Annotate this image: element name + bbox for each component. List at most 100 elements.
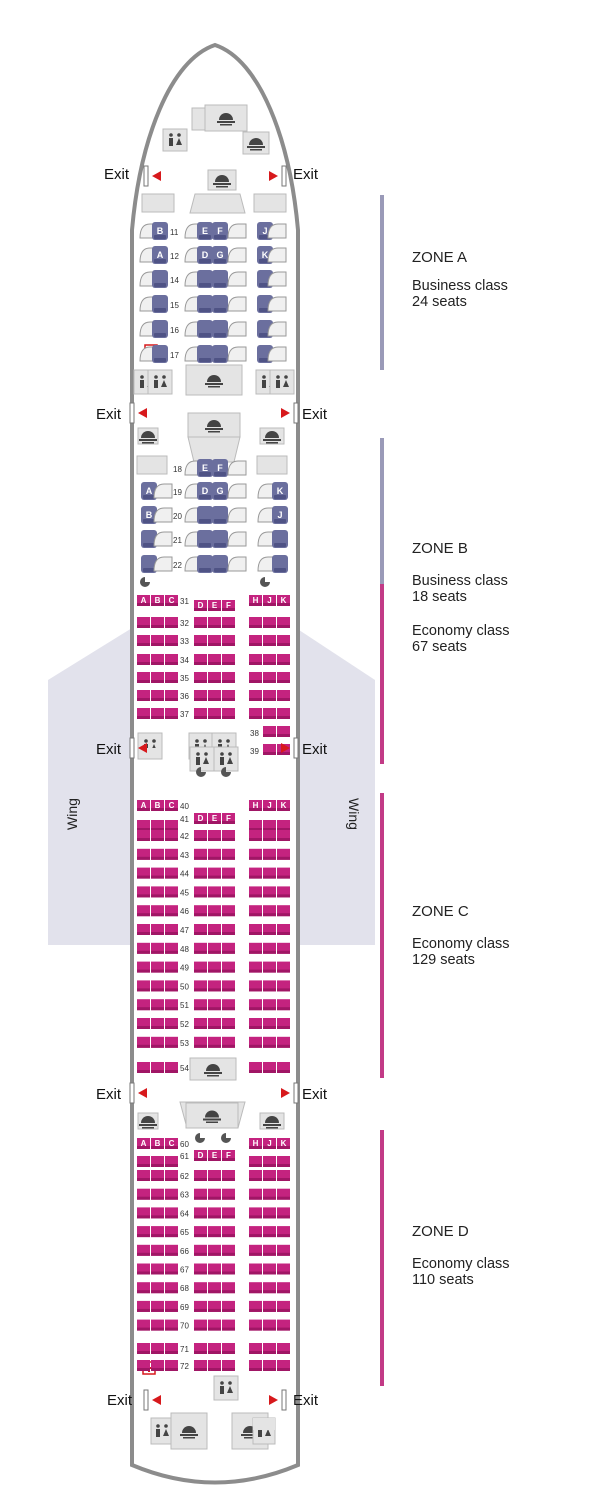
business-seat-center <box>212 270 228 288</box>
economy-seat-middle <box>194 848 207 860</box>
economy-seat-left <box>165 635 178 646</box>
economy-seat-left <box>137 820 150 831</box>
economy-seat-middle <box>222 635 235 646</box>
economy-seat-left <box>151 1156 164 1167</box>
business-pod <box>227 346 247 362</box>
economy-seat-right: H <box>249 800 262 811</box>
exit-door-right <box>281 165 287 187</box>
row-number: 36 <box>180 692 189 701</box>
row-number: 21 <box>173 536 182 545</box>
economy-seat-right <box>277 617 290 628</box>
economy-seat-right <box>263 924 276 935</box>
economy-seat-left <box>151 672 164 683</box>
economy-seat-right <box>263 1360 276 1371</box>
economy-seat-right <box>277 1282 290 1294</box>
economy-seat-middle <box>208 905 221 917</box>
economy-seat-middle <box>208 980 221 992</box>
svg-text:J: J <box>267 1139 271 1148</box>
economy-seat-middle <box>208 1036 221 1048</box>
economy-seat-left <box>137 1170 150 1181</box>
economy-seat-left <box>165 905 178 917</box>
economy-seat-middle <box>194 924 207 935</box>
economy-seat-middle <box>208 635 221 646</box>
economy-seat-middle <box>222 672 235 683</box>
galley-d-left <box>137 1112 159 1130</box>
economy-seat-middle <box>222 830 235 841</box>
economy-seat-left <box>137 848 150 860</box>
economy-seat-right <box>263 1156 276 1167</box>
economy-seat-right <box>277 1226 290 1238</box>
economy-seat-right: K <box>277 800 290 811</box>
economy-seat-left <box>151 690 164 701</box>
row-number: 35 <box>180 674 189 683</box>
row-number: 37 <box>180 710 189 719</box>
economy-seat-middle <box>222 617 235 628</box>
row-number: 18 <box>173 465 182 474</box>
economy-seat-right <box>249 1343 262 1354</box>
economy-seat-left <box>165 1282 178 1294</box>
economy-seat-middle <box>222 1226 235 1238</box>
zone-class-seats: 18 seats <box>412 589 467 605</box>
business-pod <box>227 321 247 337</box>
exit-label-5-left: Exit <box>107 1392 133 1409</box>
economy-seat-left <box>165 1170 178 1181</box>
business-pod <box>227 271 247 287</box>
svg-text:F: F <box>217 226 223 236</box>
row-number: 52 <box>180 1020 189 1029</box>
economy-seat-right <box>249 1244 262 1256</box>
economy-seat-middle <box>194 1188 207 1200</box>
business-seat-center: F <box>212 222 228 240</box>
zone-title: ZONE D <box>412 1223 469 1240</box>
economy-seat-right <box>249 690 262 701</box>
business-pod <box>227 460 247 476</box>
zone-d-label: ZONE D Economy class 110 seats <box>412 1223 510 1288</box>
business-seat-center <box>197 270 213 288</box>
economy-seat-middle: E <box>208 1150 221 1161</box>
economy-seat-left <box>137 867 150 879</box>
galley-d-right <box>259 1112 285 1130</box>
exit-arrow-left <box>138 408 147 418</box>
row-number: 64 <box>180 1209 189 1218</box>
economy-seat-middle <box>208 848 221 860</box>
economy-seat-right <box>277 726 290 737</box>
svg-text:A: A <box>157 250 164 260</box>
economy-seat-left <box>165 1207 178 1219</box>
business-seat-right <box>272 555 288 573</box>
business-seat-left: A <box>152 246 168 264</box>
galley-a <box>185 364 243 396</box>
economy-seat-right <box>263 942 276 954</box>
economy-seat-middle <box>222 886 235 898</box>
economy-seat-middle <box>208 1282 221 1294</box>
svg-text:C: C <box>169 1139 175 1148</box>
svg-text:K: K <box>277 486 284 496</box>
row-number: 50 <box>180 982 189 991</box>
economy-seat-left <box>165 886 178 898</box>
exit-arrow-right <box>281 1088 290 1098</box>
row-number: 54 <box>180 1064 189 1073</box>
exit-arrow-left <box>138 743 147 753</box>
economy-seat-left <box>137 617 150 628</box>
economy-seat-left <box>165 1319 178 1331</box>
economy-seat-left <box>137 905 150 917</box>
economy-seat-right <box>277 1319 290 1331</box>
lav-a-2 <box>147 369 173 395</box>
economy-seat-right <box>277 1188 290 1200</box>
economy-seat-left <box>151 617 164 628</box>
economy-seat-middle <box>194 886 207 898</box>
economy-seat-right <box>263 867 276 879</box>
row-number: 22 <box>173 561 182 570</box>
economy-seat-middle: D <box>194 813 207 824</box>
exit-door-left <box>129 402 135 424</box>
wing-label-right: Wing <box>345 798 362 830</box>
galley-c <box>189 1057 237 1081</box>
economy-seat-middle: D <box>194 600 207 611</box>
economy-seat-right <box>277 1036 290 1048</box>
economy-seat-right: K <box>277 595 290 606</box>
zone-a-bar <box>380 195 384 370</box>
economy-seat-left: B <box>151 595 164 606</box>
economy-seat-middle <box>208 1343 221 1354</box>
economy-seat-middle <box>208 1188 221 1200</box>
nose-galley-3 <box>207 169 237 191</box>
